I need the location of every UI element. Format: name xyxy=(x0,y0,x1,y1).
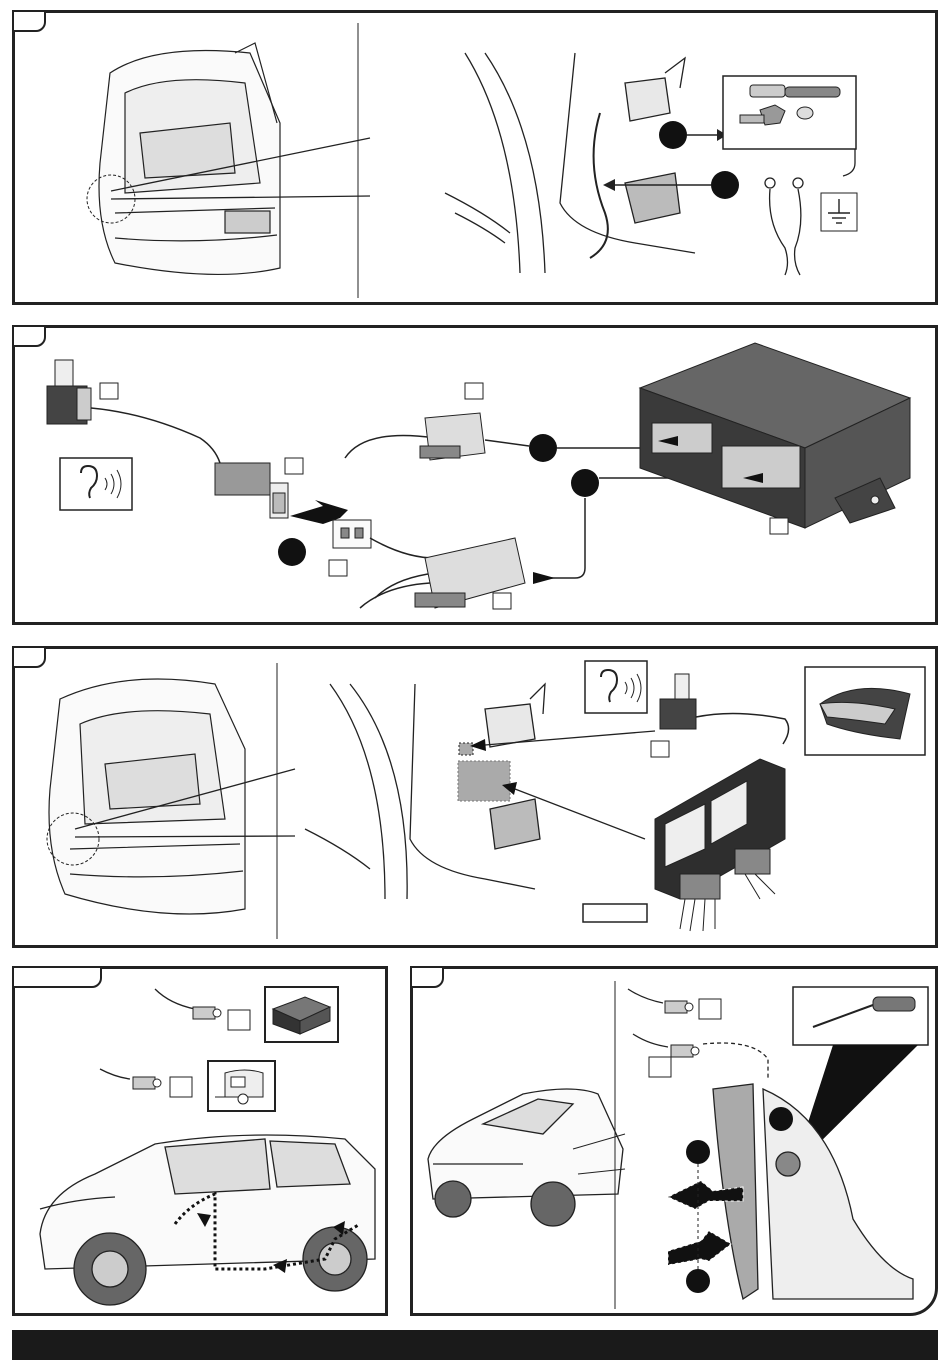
trim-interior-detail xyxy=(445,53,695,273)
step-1-panel xyxy=(12,10,938,305)
callout-a xyxy=(529,434,557,462)
van-rear-open-tailgate xyxy=(99,43,280,274)
callout-left xyxy=(686,1140,710,1164)
step-5-illustration xyxy=(413,969,941,1319)
step-4-illustration xyxy=(15,969,391,1319)
wrench-icon xyxy=(750,85,840,97)
step-1-illustration xyxy=(15,13,941,308)
connector-plug xyxy=(193,1007,221,1019)
control-module xyxy=(640,343,910,528)
callout-bottom xyxy=(686,1269,710,1293)
connector-housing xyxy=(215,463,288,518)
push-arrow xyxy=(668,1231,731,1265)
mounting-area xyxy=(458,761,510,801)
screwdriver-icon xyxy=(793,987,928,1045)
step-4-panel xyxy=(12,966,388,1316)
van-rear-open-tailgate xyxy=(49,679,245,914)
terminal-block-1 xyxy=(420,413,485,460)
label-box-wide xyxy=(583,904,647,922)
step-3-panel xyxy=(12,646,938,948)
step-3-illustration xyxy=(15,649,941,951)
callout-plug xyxy=(278,538,306,566)
callout-b xyxy=(571,469,599,497)
step-2-illustration xyxy=(15,328,941,628)
buzzer-unit xyxy=(660,674,696,729)
van-front-view xyxy=(428,1089,623,1226)
plug-connector xyxy=(333,520,371,548)
buzzer-unit xyxy=(47,360,91,424)
footer-bar xyxy=(12,1330,938,1360)
step-5-panel xyxy=(410,966,938,1316)
callout-ground xyxy=(711,171,739,199)
control-module-in-bracket xyxy=(655,759,785,931)
label-box xyxy=(100,383,118,399)
step-2-panel xyxy=(12,325,938,625)
callout-top xyxy=(769,1107,793,1131)
callout-bolt xyxy=(659,121,687,149)
connector-plug xyxy=(133,1077,161,1089)
